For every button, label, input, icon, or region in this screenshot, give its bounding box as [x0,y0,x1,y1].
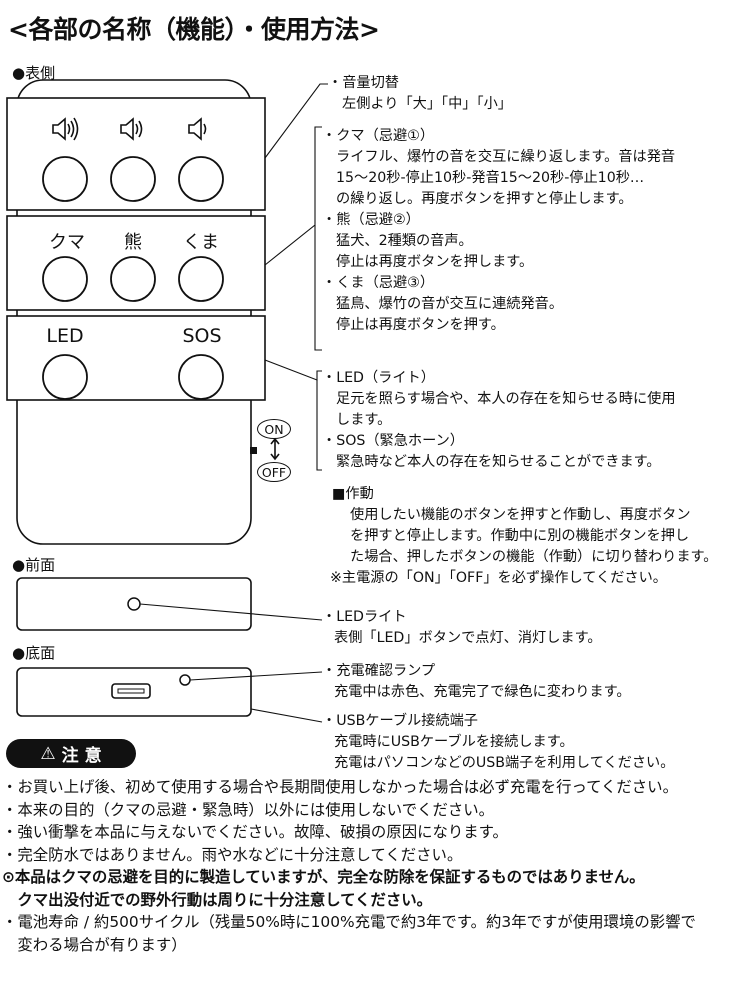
note-item: ・お買い上げ後、初めて使用する場合や長期間使用しなかった場合は必ず充電を行ってく… [2,778,678,796]
speaker-low-icon [188,117,207,141]
volume-avoid-panel [6,97,266,211]
warning-triangle-icon: ⚠ [40,743,56,764]
note-item: ・完全防水ではありません。雨や水などに十分注意してください。 [2,845,463,864]
section-front-side-label: ●表側 [12,64,56,82]
section-front-label: ●前面 [12,556,56,574]
led-light-description: ・LEDライト 表側「LED」ボタンで点灯、消灯します。 [322,609,602,646]
section-bottom-label: ●底面 [12,644,56,662]
usb-port-icon [111,683,151,699]
caution-badge: ⚠ 注 意 [6,739,136,768]
device-front-view [16,577,252,631]
sos-button [178,354,224,400]
led-sos-description: ・LED（ライト） 足元を照らす場合や、本人の存在を知らせる時に使用 します。 … [322,370,676,470]
volume-button-large [42,156,88,202]
note-item: 変わる場合が有ります） [2,935,187,954]
note-item: ・本来の目的（クマの忌避・緊急時）以外には使用しないでください。 [2,800,495,819]
volume-button-small [178,156,224,202]
avoid-description: ・クマ（忌避①） ライフル、爆竹の音を交互に繰り返します。音は発音 15〜20秒… [322,128,676,333]
avoid-1-label: クマ [49,232,85,253]
charge-lamp [179,674,191,686]
operation-note: ※主電源の「ON」「OFF」を必ず操作してください。 [330,570,667,586]
avoid-button-2 [110,256,156,302]
avoid-3-label: くま [183,232,219,253]
avoid-button-3 [178,256,224,302]
note-item: ・電池寿命 / 約500サイクル（残量50%時に100%充電で約3年です。約3年… [2,913,696,931]
avoid-button-1 [42,256,88,302]
operation-title: ■作動 [332,486,374,502]
page-title: <各部の名称（機能）・使用方法> [8,15,380,44]
caution-notes: ・お買い上げ後、初めて使用する場合や長期間使用しなかった場合は必ず充電を行ってく… [2,776,696,956]
charge-lamp-description: ・充電確認ランプ 充電中は赤色、充電完了で緑色に変わります。 [322,663,631,700]
volume-button-medium [110,156,156,202]
device-bottom-view [16,667,252,717]
device-body [16,79,252,545]
sos-label: SOS [182,325,222,347]
speaker-medium-icon [120,117,143,141]
switch-off-label: OFF [257,462,291,482]
note-item: ・強い衝撃を本品に与えないでください。故障、破損の原因になります。 [2,823,508,841]
operation-description: ■作動 使用したい機能のボタンを押すと作動し、再度ボタン を押すと停止します。作… [330,484,717,589]
speaker-loud-icon [52,117,79,141]
led-light-lens [127,597,141,611]
avoid-2-label: 熊 [124,232,142,253]
led-button [42,354,88,400]
volume-description: ・音量切替 左側より「大」「中」「小」 [328,75,512,112]
switch-marker [250,447,257,454]
usb-description: ・USBケーブル接続端子 充電時にUSBケーブルを接続します。 充電はパソコンな… [322,713,675,771]
note-item-important: ⊙本品はクマの忌避を目的に製造していますが、完全な防除を保証するものではありませ… [2,868,645,886]
note-item-important: クマ出没付近での野外行動は周りに十分注意してください。 [2,890,433,909]
caution-label: 注 意 [61,746,102,766]
led-label: LED [46,325,84,347]
switch-on-label: ON [257,419,291,439]
switch-arrow-icon [270,437,280,461]
